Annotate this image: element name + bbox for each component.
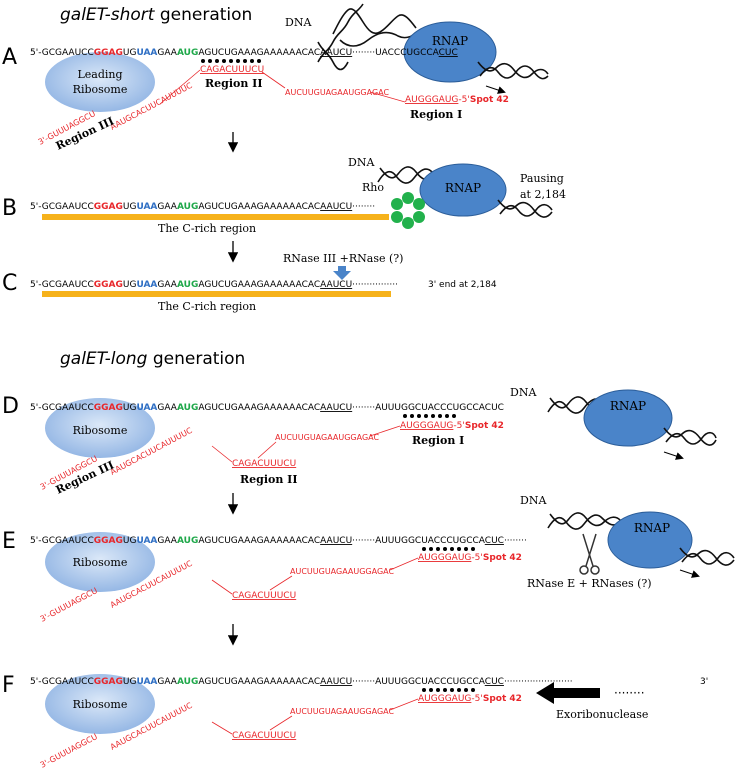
rnap-icon [607,511,693,569]
dna-label-d: DNA [510,386,537,399]
rna-link [369,425,401,437]
base-pair-dots [422,688,475,692]
base-pair-dots [403,414,456,418]
c-rich-bar [42,214,389,220]
rnase3-label: RNase III +RNase (?) [283,252,403,265]
rnap-icon [583,389,673,447]
region2-seq-e: CAGACUUUCU [232,591,296,601]
spot42-a: AUGGGAUG-5'Spot 42 [405,95,509,105]
loop-seq-f: AUCUUGUAGAAUGGAGAC [290,707,394,716]
three-prime-end-label: 3' end at 2,184 [428,280,497,290]
sequence-a: 5'-GCGAAUCCGGAGUGUAAGAAAUGAGUCUGAAAGAAAA… [30,48,458,58]
rnap-label-b: RNAP [445,181,481,195]
panel-letter-b: B [2,196,17,221]
sequence-d: 5'-GCGAAUCCGGAGUGUAAGAAAUGAGUCUGAAAGAAAA… [30,403,504,413]
leading-label: Leading [77,68,122,81]
sequence-f: 5'-GCGAAUCCGGAGUGUAAGAAAUGAGUCUGAAAGAAAA… [30,677,573,687]
panel-letter-c: C [2,271,17,296]
loop-seq-e: AUCUUGUAGAAUGGAGAC [290,567,394,576]
rna-link [211,579,233,595]
rna-link [211,445,233,463]
region2-label-a: Region II [205,77,262,90]
scissors-icon [579,533,600,575]
spot42-e: AUGGGAUG-5'Spot 42 [418,553,522,563]
base-pair-dots [422,547,475,551]
rnap-label-d: RNAP [610,399,646,413]
ribosome-icon [45,532,155,592]
region1-label-a: Region I [410,108,462,121]
ribosome-label-f: Ribosome [73,698,128,711]
rna-link [269,575,293,591]
dna-helix-icon [477,61,549,80]
c-rich-label-c: The C-rich region [158,300,256,313]
rnap-label-a: RNAP [432,34,468,48]
region2-seq-a: CAGACUUUCU [200,65,264,75]
three-prime-label: 3' [700,677,708,687]
c-rich-bar [42,291,391,297]
dna-label-e: DNA [520,494,547,507]
ribosome-icon [45,674,155,734]
rnap-icon [419,163,507,217]
title-long: galET-long generation [60,349,245,369]
ribosome-icon [45,52,155,112]
direction-arrow [663,451,684,460]
spot42-f: AUGGGAUG-5'Spot 42 [418,694,522,704]
sequence-c: 5'-GCGAAUCCGGAGUGUAAGAAAUGAGUCUGAAAGAAAA… [30,280,398,290]
region1-label-d: Region I [412,434,464,447]
dna-helix-icon [547,512,621,530]
pausing-label: Pausing [520,172,564,185]
r3-seq-e: 3'-GUUUAGGCU [39,586,99,624]
panel-letter-a: A [2,45,17,70]
base-pair-dots [201,59,261,63]
region2-label-d: Region II [240,473,297,486]
rnaseE-label: RNase E + RNases (?) [527,577,652,590]
ribosome-label-a: Ribosome [73,83,128,96]
dna-helix-icon [497,199,553,218]
dna-helix-icon [317,3,421,71]
dna-label-b: DNA [348,156,375,169]
dna-helix-icon [679,547,735,566]
pausing-at-label: at 2,184 [520,188,566,201]
rna-link [269,715,293,731]
rna-link [159,69,201,105]
dna-helix-icon [663,427,717,446]
sequence-e: 5'-GCGAAUCCGGAGUGUAAGAAAUGAGUCUGAAAGAAAA… [30,536,527,546]
region2-seq-f: CAGACUUUCU [232,731,296,741]
sequence-b: 5'-GCGAAUCCGGAGUGUAAGAAAUGAGUCUGAAAGAAAA… [30,202,375,212]
cleavage-arrow-icon [333,266,351,280]
ribosome-label-d: Ribosome [73,424,128,437]
title-short: galET-short generation [60,5,252,25]
dna-label-a: DNA [285,16,312,29]
loop-seq-a: AUCUUGUAGAAUGGAGAC [285,88,389,97]
panel-letter-e: E [2,529,16,554]
panel-letter-f: F [2,673,15,698]
r3-seq-f: 3'-GUUUAGGCU [39,732,99,770]
ribosome-label-e: Ribosome [73,556,128,569]
exonuclease-arrow-icon [536,682,600,704]
rna-link [261,71,286,89]
rna-link [389,557,419,571]
panel-letter-d: D [2,394,19,419]
exo-label: Exoribonuclease [556,708,648,721]
spot42-d: AUGGGAUG-5'Spot 42 [400,421,504,431]
ribosome-icon [45,398,155,458]
dotted-trail: ········ [614,686,645,700]
loop-seq-d: AUCUUGUAGAAUGGAGAC [275,433,379,442]
region2-seq-d: CAGACUUUCU [232,459,296,469]
rnap-icon [403,21,497,83]
c-rich-label-b: The C-rich region [158,222,256,235]
rna-link [369,91,406,103]
rna-link [257,441,277,459]
rna-link [211,721,233,735]
direction-arrow [485,85,506,94]
rho-label: Rho [362,181,384,194]
rnap-label-e: RNAP [634,521,670,535]
direction-arrow [679,569,700,578]
rho-hexamer-icon [391,192,425,229]
rna-link [389,698,419,711]
